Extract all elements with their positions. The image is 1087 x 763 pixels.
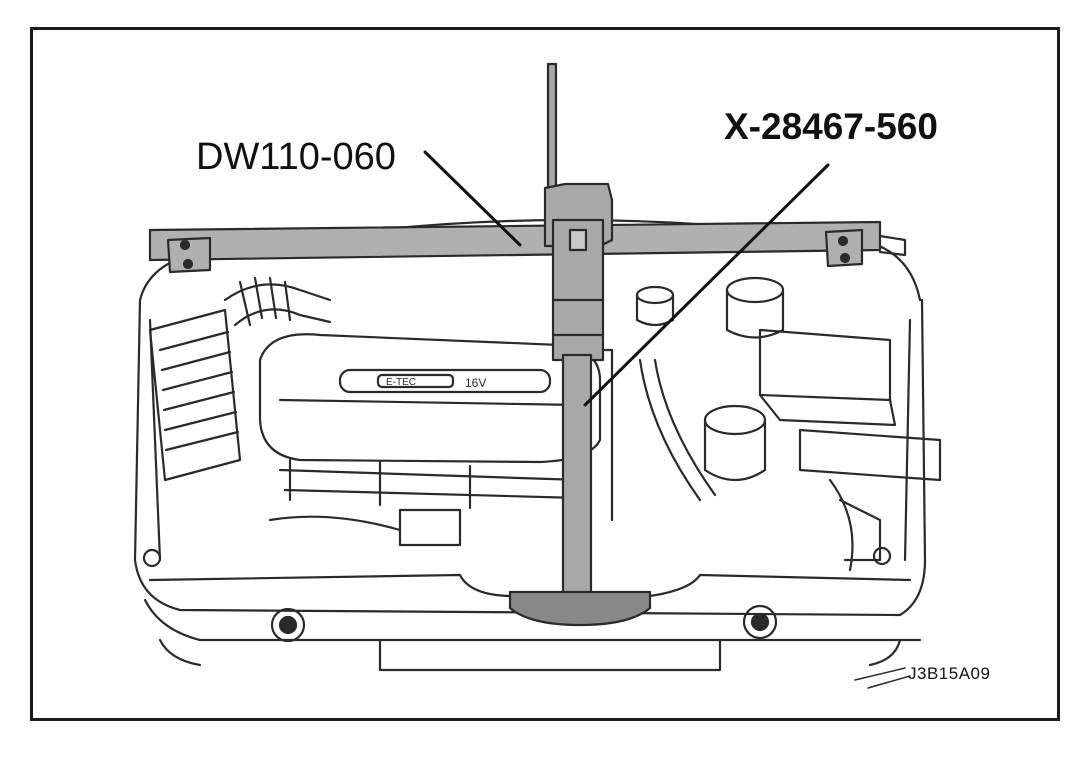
svg-text:16V: 16V: [465, 376, 486, 390]
intake-manifold: [268, 458, 582, 547]
leader-line-dw110-060: [423, 150, 522, 247]
radiator: [148, 308, 242, 482]
battery: [758, 328, 942, 482]
hoses: [638, 358, 882, 572]
mounting-bolts: [142, 546, 892, 643]
callout-support-fixture: DW110-060: [196, 136, 396, 178]
support-fixture-beam: [148, 220, 907, 274]
callout-lifting-tool: X-28467-560: [724, 106, 938, 147]
figure-code: J3B15A09: [908, 664, 991, 683]
leader-lines: [423, 150, 830, 407]
intake-hose: [223, 276, 332, 327]
front-crossmember: [143, 573, 922, 672]
engine-bay-outline: [133, 218, 927, 617]
figure-code-mark: [854, 667, 911, 689]
svg-text:E-TEC: E-TEC: [386, 377, 416, 388]
lifting-tool: [508, 62, 652, 627]
coolant-reservoir: [635, 276, 785, 481]
leader-line-x-28467-560: [583, 163, 830, 407]
engine-cover: 16V E-TEC: [258, 333, 602, 464]
